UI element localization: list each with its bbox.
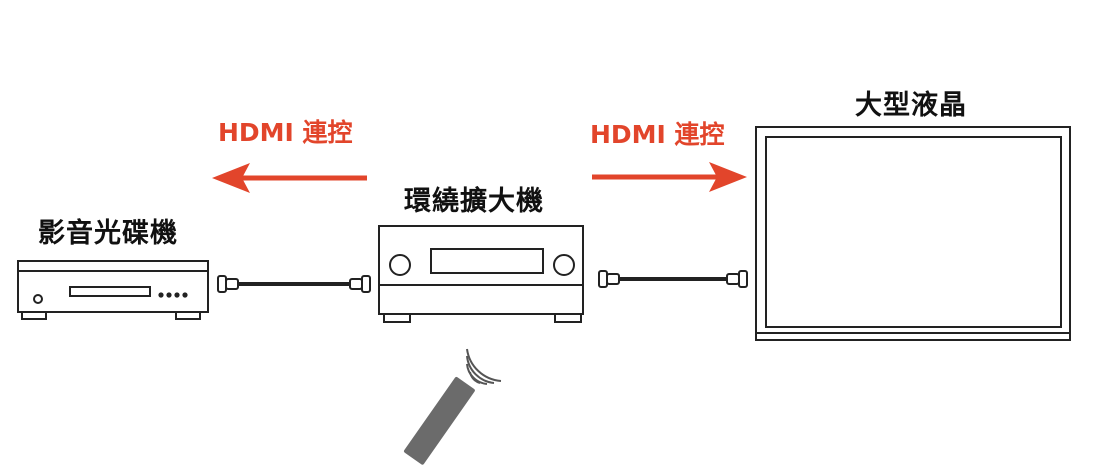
remote-control-icon [403, 348, 502, 465]
player-label: 影音光碟機 [38, 218, 178, 249]
receiver-label: 環繞擴大機 [404, 186, 544, 217]
disc-player-icon [17, 260, 209, 320]
hdmi-control-label-left: HDMI 連控 [218, 118, 353, 147]
av-receiver-icon [378, 225, 584, 323]
tv-label: 大型液晶 [855, 90, 967, 121]
hdmi-arrow-right [592, 162, 747, 192]
lcd-tv-icon [755, 126, 1071, 341]
hdmi-cable-icon [217, 275, 371, 293]
hdmi-control-label-right: HDMI 連控 [590, 120, 725, 149]
hdmi-arrow-left [212, 163, 367, 193]
hdmi-cable-icon [598, 270, 748, 288]
